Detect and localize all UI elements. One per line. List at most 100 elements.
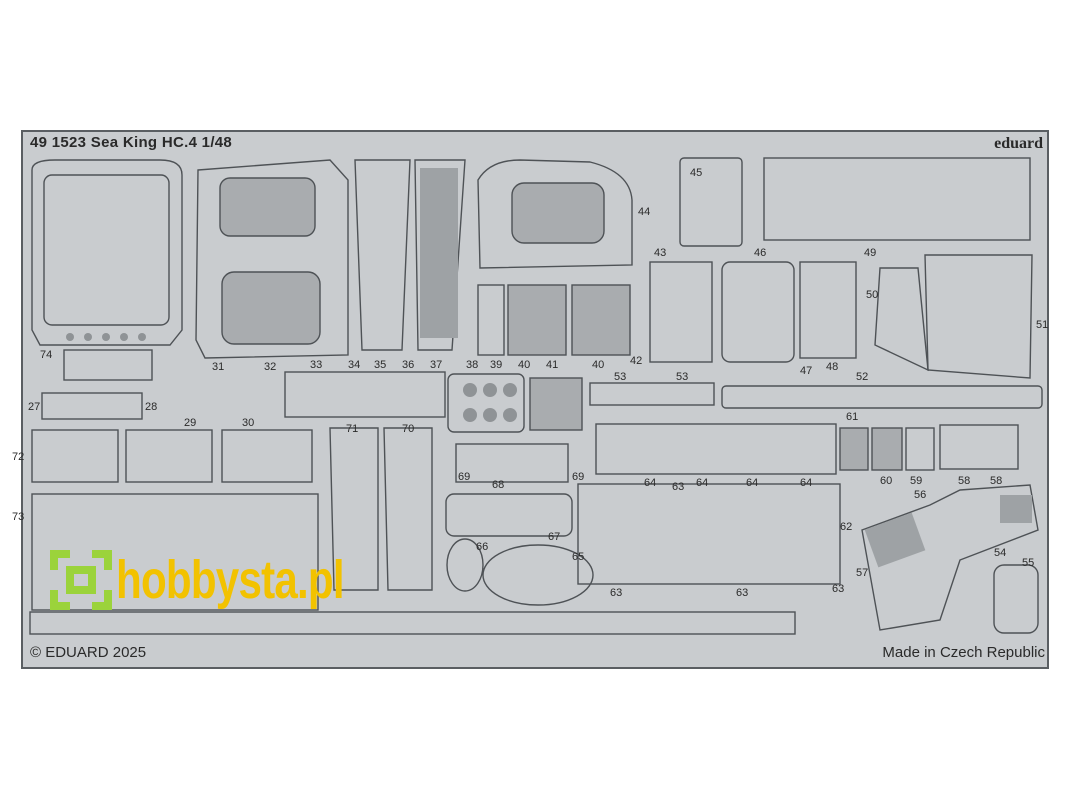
svg-text:56: 56 — [914, 489, 926, 501]
svg-text:48: 48 — [826, 361, 838, 373]
svg-text:49: 49 — [864, 247, 876, 259]
svg-text:70: 70 — [402, 423, 414, 435]
part-74 — [31, 159, 183, 346]
svg-text:53: 53 — [676, 371, 688, 383]
part-39 — [477, 284, 505, 356]
part-60 — [871, 427, 903, 471]
svg-text:50: 50 — [866, 289, 878, 301]
part-43 — [649, 261, 713, 363]
part-45 — [679, 157, 743, 247]
svg-text:51: 51 — [1036, 319, 1048, 331]
svg-text:28: 28 — [145, 401, 157, 413]
svg-text:64: 64 — [644, 477, 656, 489]
svg-text:58: 58 — [958, 475, 970, 487]
svg-text:66: 66 — [476, 541, 488, 553]
svg-text:43: 43 — [654, 247, 666, 259]
svg-text:52: 52 — [856, 371, 868, 383]
svg-text:61: 61 — [846, 411, 858, 423]
svg-text:53: 53 — [614, 371, 626, 383]
svg-text:59: 59 — [910, 475, 922, 487]
part-70 — [383, 427, 433, 591]
svg-text:54: 54 — [994, 547, 1006, 559]
bottom-rail — [29, 611, 796, 635]
part-46 — [721, 261, 795, 363]
made-in-text: Made in Czech Republic — [882, 644, 1045, 661]
watermark-text: hobbysta.pl — [116, 550, 345, 610]
part-51 — [924, 254, 1033, 379]
svg-text:38: 38 — [466, 359, 478, 371]
svg-text:68: 68 — [492, 479, 504, 491]
svg-text:63: 63 — [832, 583, 844, 595]
part-73 — [31, 493, 319, 611]
copyright-text: © EDUARD 2025 — [30, 644, 147, 661]
svg-text:35: 35 — [374, 359, 386, 371]
svg-text:62: 62 — [840, 521, 852, 533]
watermark-logo-icon — [48, 548, 114, 612]
svg-text:32: 32 — [264, 361, 276, 373]
svg-text:31: 31 — [212, 361, 224, 373]
svg-text:41: 41 — [546, 359, 558, 371]
svg-text:46: 46 — [754, 247, 766, 259]
part-27 — [41, 392, 143, 420]
part-54 — [993, 564, 1039, 634]
svg-text:30: 30 — [242, 417, 254, 429]
svg-text:40: 40 — [518, 359, 530, 371]
svg-text:58: 58 — [990, 475, 1002, 487]
part-71 — [329, 427, 379, 591]
svg-text:40: 40 — [592, 359, 604, 371]
svg-text:37: 37 — [430, 359, 442, 371]
svg-text:72: 72 — [12, 451, 24, 463]
part-56 — [861, 484, 1039, 631]
svg-text:63: 63 — [736, 587, 748, 599]
part-40 — [507, 284, 567, 356]
svg-text:55: 55 — [1022, 557, 1034, 569]
svg-text:64: 64 — [746, 477, 758, 489]
part-35 — [354, 159, 411, 351]
part-38 — [447, 373, 525, 433]
svg-text:69: 69 — [458, 471, 470, 483]
svg-text:60: 60 — [880, 475, 892, 487]
svg-text:33: 33 — [310, 359, 322, 371]
part-61 — [839, 427, 869, 471]
part-67 — [445, 493, 573, 537]
svg-text:67: 67 — [548, 531, 560, 543]
part-48 — [799, 261, 857, 359]
part-72 — [31, 429, 119, 483]
part-32 — [195, 159, 349, 359]
part-65 — [482, 544, 594, 606]
part-59 — [905, 427, 935, 471]
svg-text:34: 34 — [348, 359, 360, 371]
part-33 — [284, 371, 446, 418]
part-44 — [477, 159, 633, 269]
svg-text:36: 36 — [402, 359, 414, 371]
svg-text:45: 45 — [690, 167, 702, 179]
part-37 — [414, 159, 466, 351]
part-66 — [446, 538, 484, 592]
svg-text:27: 27 — [28, 401, 40, 413]
part-69 — [455, 443, 569, 483]
svg-text:47: 47 — [800, 365, 812, 377]
svg-text:64: 64 — [696, 477, 708, 489]
part-52 — [721, 385, 1043, 409]
svg-text:73: 73 — [12, 511, 24, 523]
svg-text:69: 69 — [572, 471, 584, 483]
fret-title: 49 1523 Sea King HC.4 1/48 — [30, 134, 233, 151]
svg-text:42: 42 — [630, 355, 642, 367]
svg-text:39: 39 — [490, 359, 502, 371]
svg-text:29: 29 — [184, 417, 196, 429]
svg-text:71: 71 — [346, 423, 358, 435]
svg-text:63: 63 — [610, 587, 622, 599]
part-number-label: 74 — [40, 349, 52, 361]
part-49-panel — [763, 157, 1031, 241]
svg-text:63: 63 — [672, 481, 684, 493]
part-41 — [529, 377, 583, 431]
watermark: hobbysta.pl — [48, 546, 408, 614]
svg-text:65: 65 — [572, 551, 584, 563]
part-58 — [939, 424, 1019, 470]
part-63 — [577, 483, 841, 585]
svg-text:57: 57 — [856, 567, 868, 579]
svg-text:64: 64 — [800, 477, 812, 489]
part-64 — [595, 423, 837, 475]
brand-logo: eduard — [994, 135, 1043, 152]
